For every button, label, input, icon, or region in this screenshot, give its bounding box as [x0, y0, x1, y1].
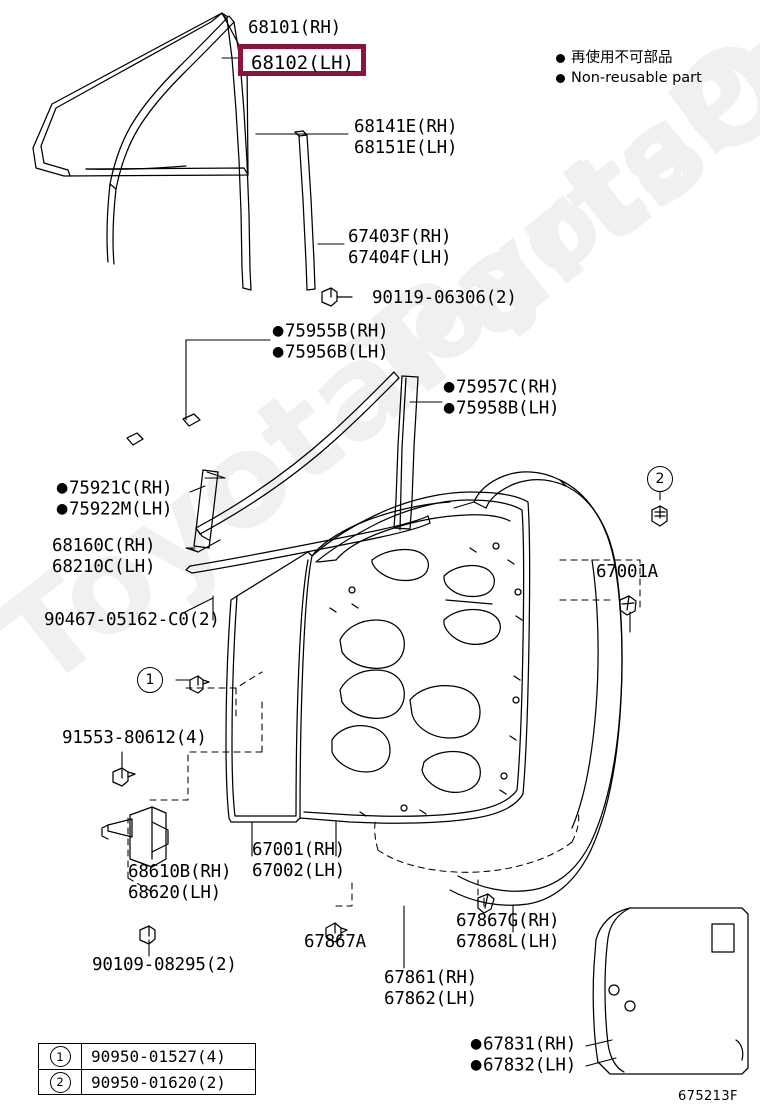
legend-english-text: Non-reusable part	[571, 70, 702, 86]
part-label-68160c-rh[interactable]: 68160C(RH)	[52, 536, 156, 556]
non-reusable-dot-icon: ●	[56, 501, 69, 517]
legend-row-japanese: 再使用不可部品	[556, 48, 702, 68]
callout-marker-1: 1	[49, 1046, 71, 1067]
part-label-67832-lh[interactable]: ●67832(LH)	[470, 1055, 576, 1076]
non-reusable-dot-icon: ●	[443, 400, 456, 416]
part-number-text: 67832(LH)	[483, 1055, 577, 1076]
non-reusable-dot-icon: ●	[56, 480, 69, 496]
non-reusable-dot-icon: ●	[272, 344, 285, 360]
part-number-text: 75956B(LH)	[285, 342, 389, 363]
callout-part-number: 90950-01527(4)	[91, 1047, 226, 1066]
callout-number-cell: 2	[39, 1070, 82, 1094]
non-reusable-dot-icon: ●	[470, 1057, 483, 1073]
part-label-67002-lh[interactable]: 67002(LH)	[252, 861, 346, 881]
part-label-67001a[interactable]: 67001A	[596, 562, 659, 582]
non-reusable-dot-icon: ●	[470, 1036, 483, 1052]
part-label-67831-rh[interactable]: ●67831(RH)	[470, 1034, 576, 1055]
part-label-68610b-rh[interactable]: 68610B(RH)	[128, 862, 232, 882]
part-label-68141e-rh[interactable]: 68141E(RH)	[354, 117, 458, 137]
part-label-90109-08295[interactable]: 90109-08295(2)	[92, 955, 237, 975]
part-label-67404f-lh[interactable]: 67404F(LH)	[348, 248, 452, 268]
part-label-75921c-rh[interactable]: ●75921C(RH)	[56, 478, 173, 499]
legend-japanese-text: 再使用不可部品	[571, 50, 673, 66]
part-label-68151e-lh[interactable]: 68151E(LH)	[354, 138, 458, 158]
part-label-68101-rh[interactable]: 68101(RH)	[248, 18, 342, 38]
part-label-68210c-lh[interactable]: 68210C(LH)	[52, 557, 156, 577]
part-label-68620-lh[interactable]: 68620(LH)	[128, 883, 222, 903]
highlighted-part-number: 68102(LH)	[251, 52, 354, 74]
callout-legend-table: 1 90950-01527(4) 2 90950-01620(2)	[38, 1043, 256, 1095]
non-reusable-dot-icon	[556, 73, 565, 83]
highlighted-part-box[interactable]: 68102(LH)	[238, 44, 366, 76]
part-number-text: 67831(RH)	[483, 1034, 577, 1055]
part-label-67403f-rh[interactable]: 67403F(RH)	[348, 227, 452, 247]
table-row[interactable]: 1 90950-01527(4)	[39, 1044, 255, 1069]
part-label-75955b-rh[interactable]: ●75955B(RH)	[272, 321, 389, 342]
part-label-67861-rh[interactable]: 67861(RH)	[384, 968, 478, 988]
part-label-67001-rh[interactable]: 67001(RH)	[252, 840, 346, 860]
legend: 再使用不可部品 Non-reusable part	[556, 48, 702, 88]
part-label-67868l-lh[interactable]: 67868L(LH)	[456, 932, 560, 952]
part-label-75958b-lh[interactable]: ●75958B(LH)	[443, 398, 560, 419]
callout-marker-2[interactable]: 2	[647, 466, 673, 492]
part-label-90119-06306[interactable]: 90119-06306(2)	[372, 288, 517, 308]
non-reusable-dot-icon: ●	[443, 379, 456, 395]
part-number-text: 75921C(RH)	[69, 478, 173, 499]
callout-marker-2: 2	[49, 1071, 71, 1093]
legend-row-english: Non-reusable part	[556, 68, 702, 88]
part-label-91553-80612[interactable]: 91553-80612(4)	[62, 728, 207, 748]
diagram-reference-code: 675213F	[678, 1089, 738, 1104]
part-number-text: 75922M(LH)	[69, 499, 173, 520]
part-number-text: 75957C(RH)	[456, 377, 560, 398]
non-reusable-dot-icon	[556, 53, 565, 63]
table-row[interactable]: 2 90950-01620(2)	[39, 1069, 255, 1094]
part-number-text: 75955B(RH)	[285, 321, 389, 342]
non-reusable-dot-icon: ●	[272, 323, 285, 339]
part-label-67867a[interactable]: 67867A	[304, 932, 367, 952]
part-number-text: 75958B(LH)	[456, 398, 560, 419]
part-label-67862-lh[interactable]: 67862(LH)	[384, 989, 478, 1009]
part-label-75957c-rh[interactable]: ●75957C(RH)	[443, 377, 560, 398]
part-label-75956b-lh[interactable]: ●75956B(LH)	[272, 342, 389, 363]
callout-marker-1[interactable]: 1	[137, 667, 163, 693]
part-label-75922m-lh[interactable]: ●75922M(LH)	[56, 499, 173, 520]
callout-part-number: 90950-01620(2)	[91, 1072, 226, 1092]
callout-number-cell: 1	[39, 1044, 82, 1069]
part-label-90467-05162[interactable]: 90467-05162-C0(2)	[44, 610, 220, 630]
part-label-67867g-rh[interactable]: 67867G(RH)	[456, 911, 560, 931]
